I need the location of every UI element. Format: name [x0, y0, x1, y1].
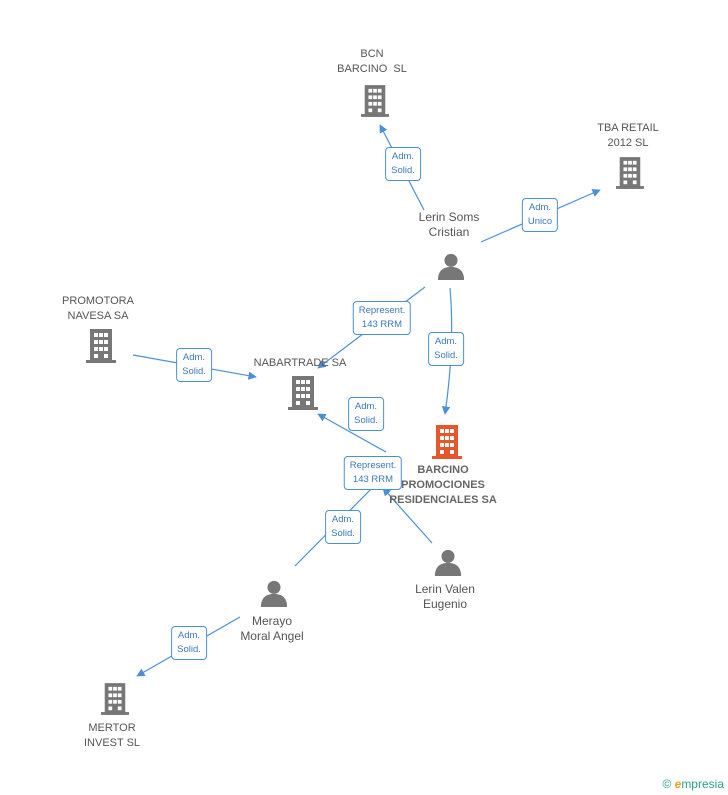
mertor-label[interactable]: MERTOR INVEST SL: [83, 722, 141, 749]
barcino-building-icon: [432, 425, 462, 459]
edge-label-mertor: Adm. Solid.: [171, 626, 207, 660]
promotora-building-icon: [86, 329, 116, 363]
copyright-symbol: ©: [662, 777, 672, 791]
bcn-label[interactable]: BCN BARCINO SL: [337, 48, 407, 75]
nabartrade-label[interactable]: NABARTRADE SA: [253, 357, 347, 369]
edge-label-barcino: Adm. Solid.: [428, 332, 464, 366]
edge-label-nabartrade-barcino: Adm. Solid.: [348, 397, 384, 431]
edge-label-bcn: Adm. Solid.: [385, 147, 421, 181]
edge-label-promotora: Adm. Solid.: [176, 348, 212, 382]
edge-label-tba: Adm. Unico: [521, 198, 559, 232]
promotora-label[interactable]: PROMOTORA NAVESA SA: [62, 295, 134, 322]
bcn-building-icon: [361, 85, 389, 117]
tba-label[interactable]: TBA RETAIL 2012 SL: [597, 122, 659, 149]
lerin-valen-person-icon: [434, 549, 462, 576]
tba-building-icon: [616, 157, 644, 189]
empresia-brand-text: mpresia: [681, 777, 724, 791]
edge-line-barcino-nabartrade: [317, 413, 387, 453]
edge-label-represent-2: Represent. 143 RRM: [343, 456, 403, 490]
merayo-label[interactable]: Merayo Moral Angel: [240, 614, 304, 643]
copyright-notice: © empresia: [662, 777, 724, 791]
lerin-soms-label[interactable]: Lerin Soms Cristian: [418, 210, 480, 239]
lerin-soms-person-icon: [437, 253, 465, 280]
edge-line-lerin-valen-barcino: [382, 487, 433, 544]
nabartrade-building-icon: [288, 376, 318, 410]
empresia-logo: e: [674, 777, 682, 791]
lerin-valen-label[interactable]: Lerin Valen Eugenio: [415, 582, 475, 611]
merayo-person-icon: [260, 580, 288, 607]
edge-label-merayo: Adm. Solid.: [325, 510, 361, 544]
edge-label-represent-1: Represent. 143 RRM: [352, 301, 412, 335]
barcino-label[interactable]: BARCINO PROMOCIONES RESIDENCIALES SA: [389, 464, 497, 506]
mertor-building-icon: [101, 683, 129, 715]
